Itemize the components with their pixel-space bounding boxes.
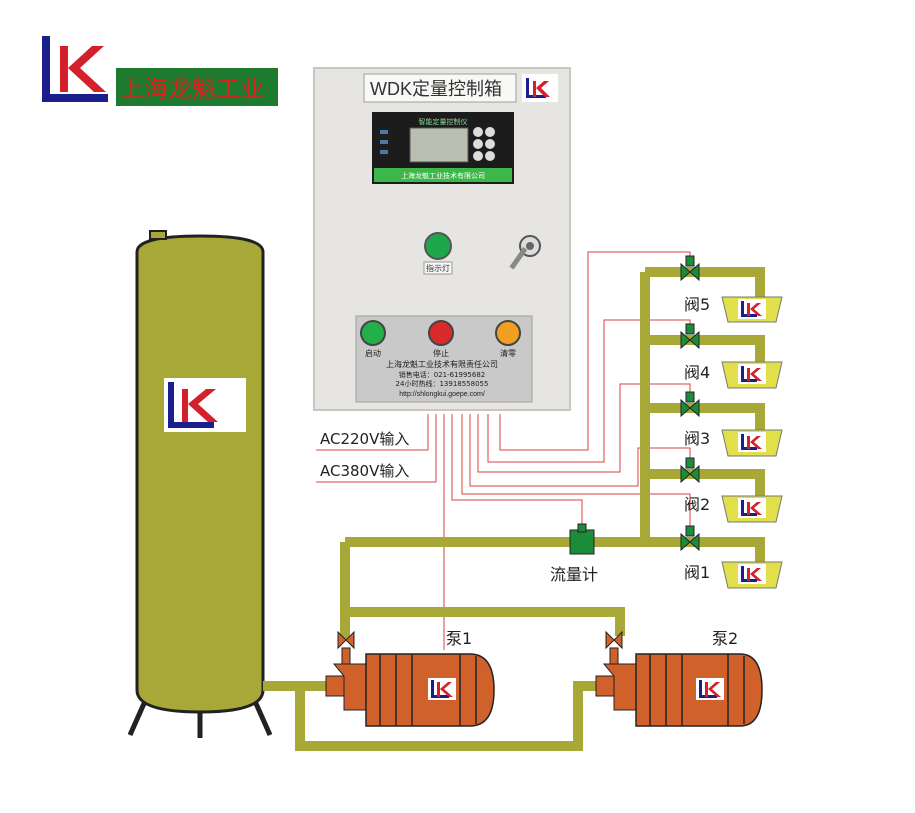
plate-website: http://shlongkui.goepe.com/ [399, 391, 485, 398]
control-box: WDK定量控制箱 智能定量控制仪 上海龙魁工 [313, 67, 571, 411]
display-header: 智能定量控制仪 [419, 117, 468, 126]
stop-button[interactable] [428, 320, 454, 346]
indicator-label: 指示灯 [426, 263, 450, 273]
outlet-container [721, 361, 783, 389]
ac220-label: AC220V输入 [320, 430, 409, 448]
plate-company: 上海龙魁工业技术有限责任公司 [386, 359, 498, 369]
flow-meter-label: 流量计 [550, 565, 598, 584]
valve-1[interactable]: 阀1 [680, 525, 710, 582]
display-footer: 上海龙魁工业技术有限公司 [401, 171, 485, 180]
lcd-screen [409, 127, 469, 163]
storage-tank [127, 230, 273, 738]
key-enter[interactable] [485, 151, 495, 161]
pump-1: 泵1 [325, 629, 495, 727]
pump-1-label: 泵1 [446, 629, 472, 648]
indicator-lamp: 指示灯 [423, 232, 453, 275]
valve-4[interactable]: 阀4 [680, 323, 710, 382]
valve-5[interactable]: 阀5 [680, 255, 710, 314]
stop-label: 停止 [433, 348, 449, 358]
valve-2[interactable]: 阀2 [680, 457, 710, 514]
key-down[interactable] [473, 151, 483, 161]
outlet-container [721, 296, 783, 323]
valve-2-label: 阀2 [684, 495, 710, 514]
key-right[interactable] [485, 139, 495, 149]
ac380-label: AC380V输入 [320, 462, 409, 480]
outlet-container [721, 561, 783, 589]
key-set[interactable] [485, 127, 495, 137]
controller-display: 智能定量控制仪 上海龙魁工业技术有限公司 [372, 112, 514, 184]
valve-5-label: 阀5 [684, 295, 710, 314]
pump-2-label: 泵2 [712, 629, 738, 648]
key-up[interactable] [473, 127, 483, 137]
reset-button[interactable] [495, 320, 521, 346]
flow-meter: 流量计 [550, 523, 598, 584]
plate-hotline: 24小时热线：13918558055 [396, 379, 489, 388]
company-banner: 上海龙魁工业 [116, 68, 278, 106]
valve-4-label: 阀4 [684, 363, 710, 382]
valve-1-label: 阀1 [684, 563, 710, 582]
outlet-container [721, 495, 783, 523]
pump-2: 泵2 [595, 629, 763, 727]
reset-label: 清零 [500, 348, 516, 358]
key-switch[interactable] [509, 235, 541, 270]
start-label: 启动 [365, 348, 381, 358]
power-inputs: AC220V输入 AC380V输入 [316, 414, 437, 483]
control-box-title: WDK定量控制箱 [370, 79, 502, 99]
valve-3[interactable]: 阀3 [680, 391, 710, 448]
button-plate: 启动 停止 清零 上海龙魁工业技术有限责任公司 销售电话：021-6199568… [355, 315, 533, 403]
start-button[interactable] [360, 320, 386, 346]
key-icon [526, 242, 534, 250]
company-logo [42, 36, 108, 102]
company-name: 上海龙魁工业 [120, 75, 264, 103]
plate-sales-phone: 销售电话：021-61995682 [399, 370, 486, 379]
pipe-network [263, 267, 765, 751]
outlet-container [721, 429, 783, 457]
valve-3-label: 阀3 [684, 429, 710, 448]
signal-wires [443, 251, 691, 650]
key-left[interactable] [473, 139, 483, 149]
